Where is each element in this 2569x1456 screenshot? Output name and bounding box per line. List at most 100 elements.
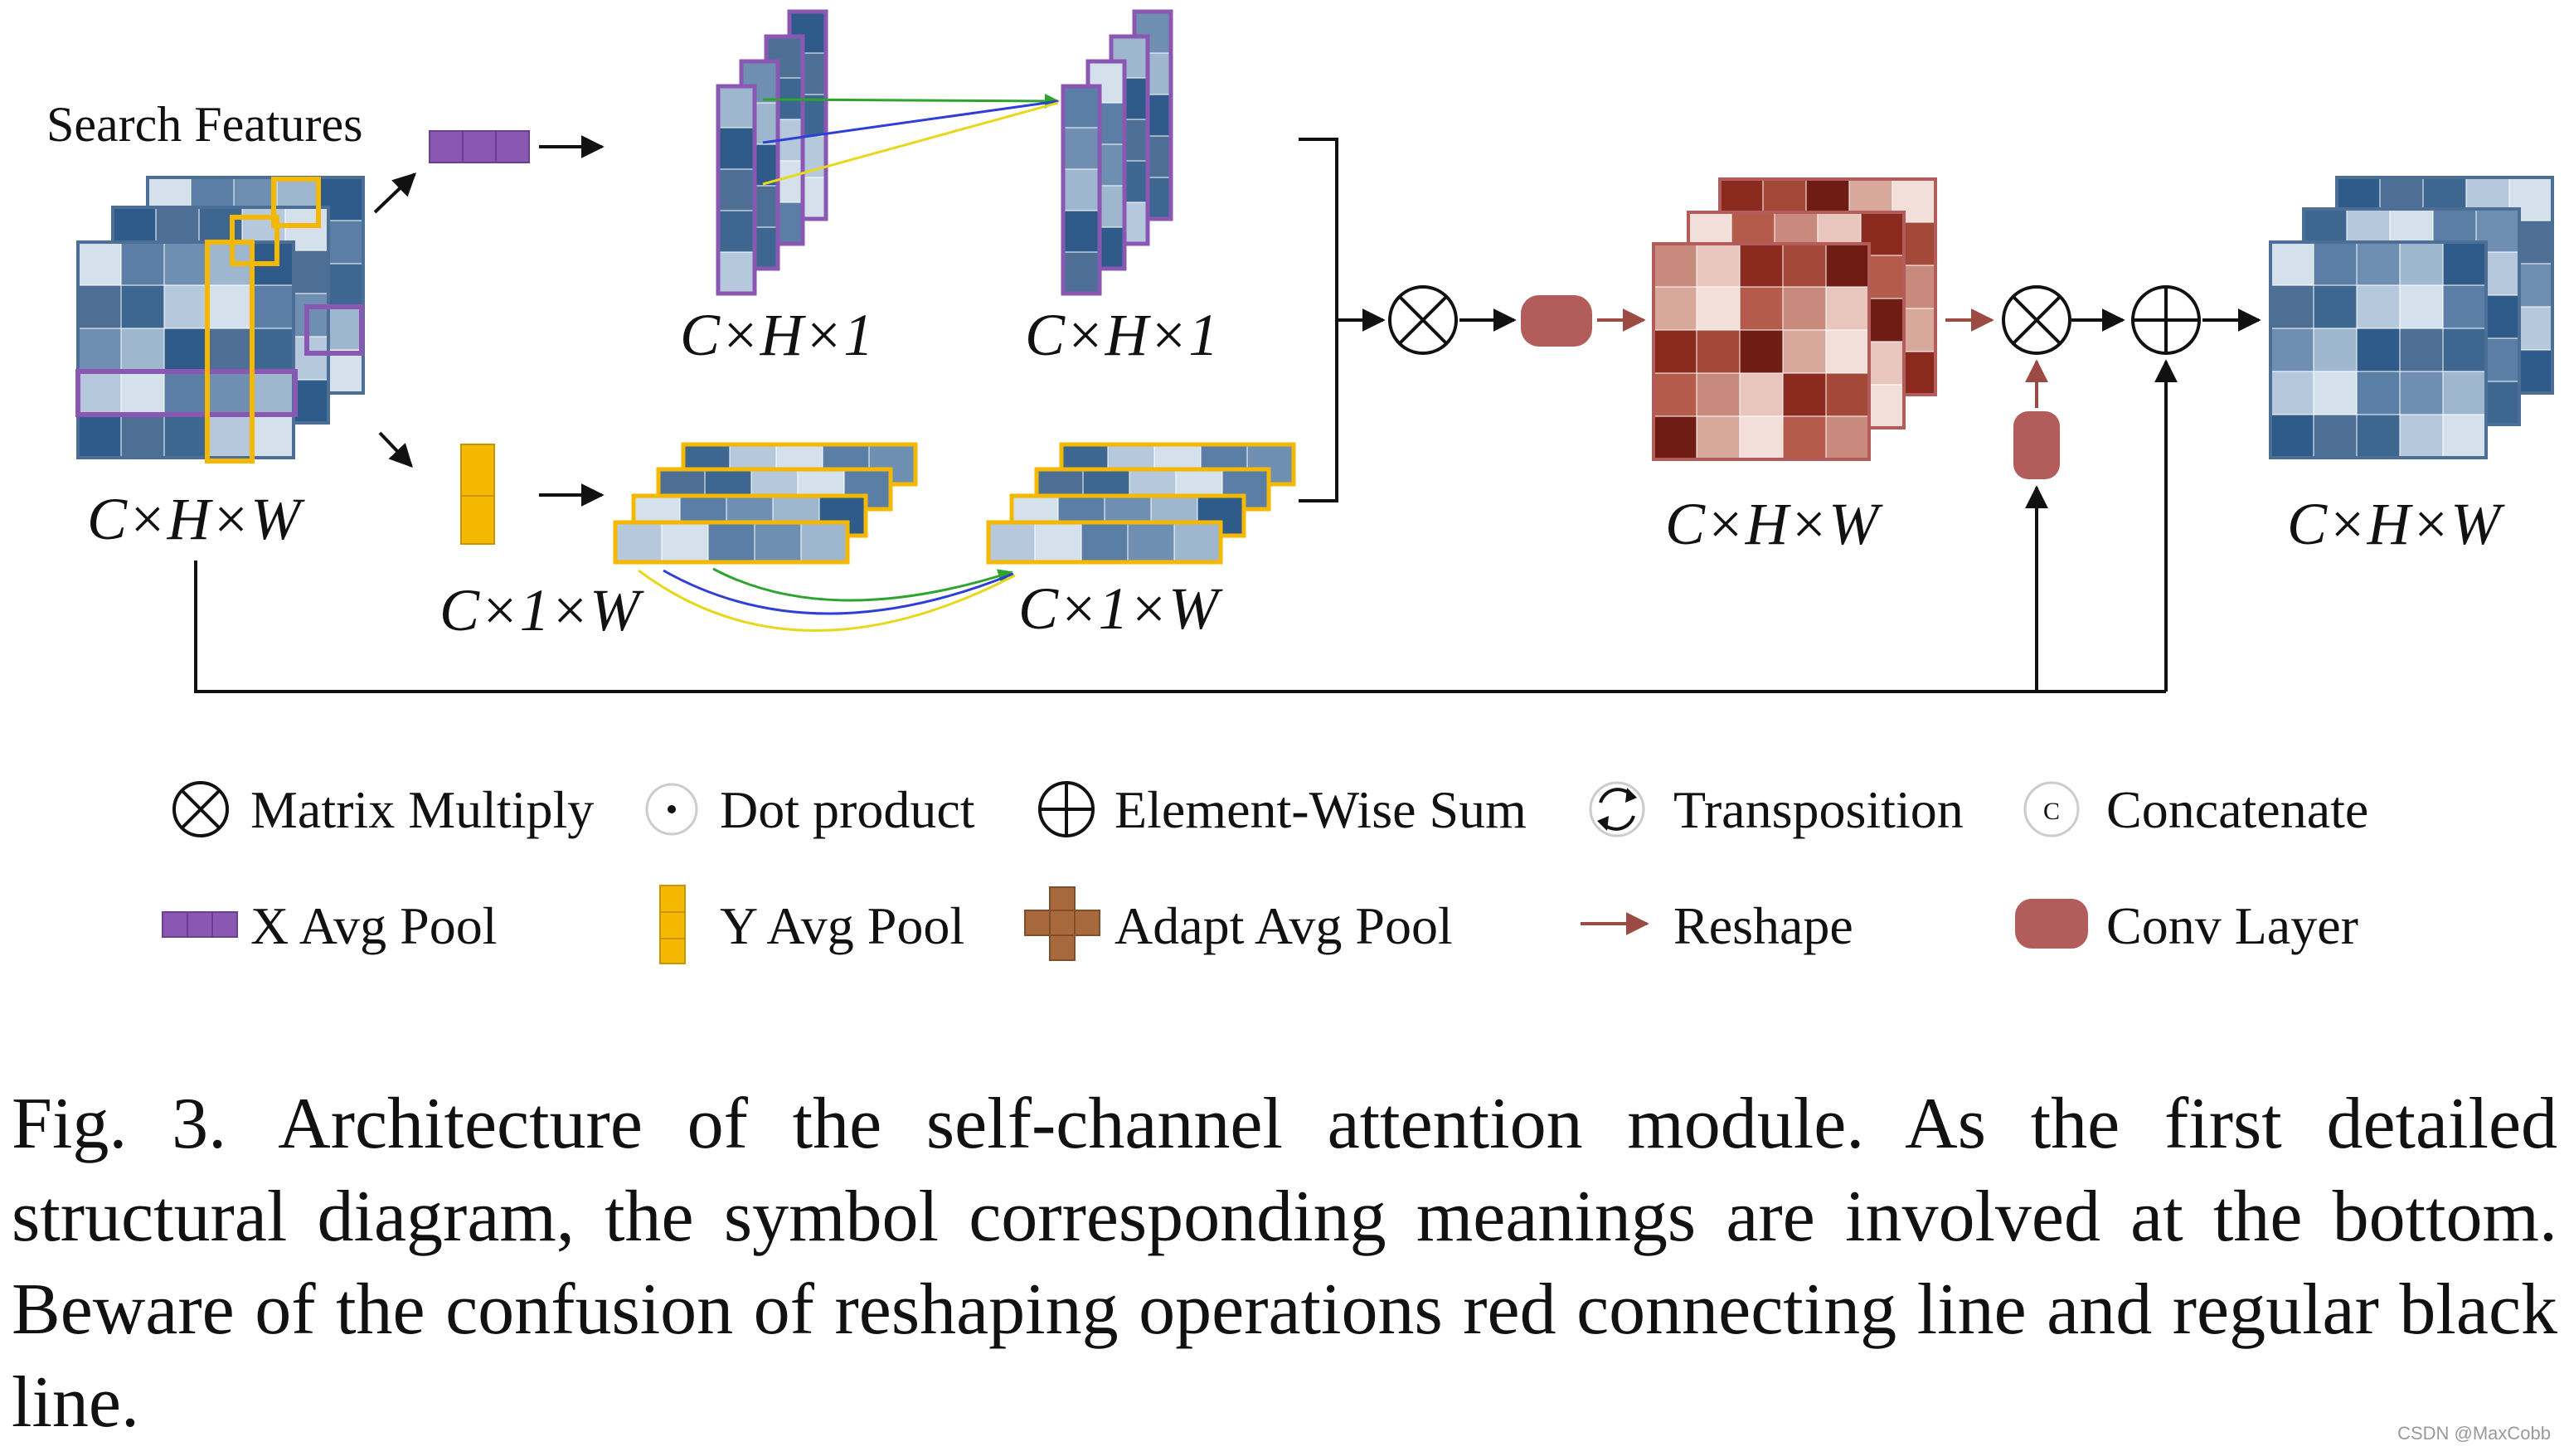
grid-cell <box>1696 329 1741 374</box>
grid-cell <box>250 328 294 372</box>
grid-cell <box>2313 414 2358 459</box>
concatenate-icon-text: C <box>2043 798 2060 825</box>
relation-arrow-green <box>762 93 1060 109</box>
grid-cell <box>1653 286 1697 331</box>
legend-label-reshape: Reshape <box>1673 896 1853 955</box>
watermark: CSDN @MaxCobb <box>2397 1423 2551 1444</box>
grid-cell <box>77 284 122 329</box>
grid-cell <box>2399 414 2444 459</box>
legend-label-matrix-multiply: Matrix Multiply <box>250 780 594 839</box>
x-branch-stack-2 <box>1061 9 1173 296</box>
grid-cell <box>77 328 122 372</box>
grid-cell <box>1062 127 1100 170</box>
grid-cell <box>120 371 165 415</box>
grid-cell <box>988 522 1036 563</box>
grid-cell <box>206 414 251 459</box>
legend-label-transposition: Transposition <box>1673 780 1964 839</box>
dot-product-icon <box>645 783 698 836</box>
transposition-icon <box>1589 781 1645 837</box>
grid-cell <box>206 284 251 329</box>
grid-cell <box>250 284 294 329</box>
grid-cell <box>163 371 208 415</box>
grid-cell <box>1782 415 1827 460</box>
grid-cell <box>800 522 848 563</box>
concatenate-icon: C <box>2023 781 2080 837</box>
grid-cell <box>661 522 709 563</box>
grid-cell <box>2356 284 2401 329</box>
grid-cell <box>1739 243 1784 288</box>
element-wise-sum-icon <box>1038 781 1095 837</box>
grid-cell <box>2313 241 2358 286</box>
grid-cell <box>1081 522 1129 563</box>
grid-cell <box>2399 371 2444 415</box>
search-features-label: Search Features <box>46 97 363 152</box>
input-feature-layer <box>76 240 295 459</box>
legend-label-concatenate: Concatenate <box>2106 780 2368 839</box>
relation-arrow-blue <box>762 99 1059 144</box>
grid-cell <box>2270 241 2314 286</box>
grid-cell <box>120 328 165 372</box>
grid-cell <box>1825 372 1870 417</box>
relation-arrow-green <box>712 567 1013 602</box>
grid-cell <box>2270 284 2314 329</box>
element-wise-sum-node <box>2131 285 2201 355</box>
legend-label-adapt-avg-pool: Adapt Avg Pool <box>1115 896 1453 955</box>
grid-cell <box>2442 328 2487 372</box>
grid-cell <box>206 371 251 415</box>
output-feature-layer <box>2269 240 2488 459</box>
y-branch-stack-1 <box>613 442 918 565</box>
grid-cell <box>717 168 755 211</box>
conv-layer-block <box>2013 411 2060 479</box>
grid-cell <box>2399 328 2444 372</box>
grid-cell <box>1782 372 1827 417</box>
grid-cell <box>717 85 755 129</box>
grid-border <box>613 520 850 565</box>
grid-cell <box>77 241 122 286</box>
matrix-multiply-node <box>2002 285 2071 355</box>
legend-label-conv-layer: Conv Layer <box>2106 896 2358 955</box>
grid-cell <box>614 522 663 563</box>
legend-label-element-wise-sum: Element-Wise Sum <box>1115 780 1527 839</box>
y-pool-highlight <box>271 177 321 228</box>
legend-label-dot-product: Dot product <box>720 780 975 839</box>
grid-cell <box>717 210 755 253</box>
grid-cell <box>250 371 294 415</box>
figure-caption: Fig. 3.Architecture of the self-channel … <box>12 1078 2557 1449</box>
grid-cell <box>707 522 755 563</box>
grid-border <box>1061 84 1102 296</box>
arrow-to-x-pool <box>373 172 417 214</box>
conv-layer-icon <box>2015 899 2088 949</box>
grid-cell <box>2356 241 2401 286</box>
grid-cell <box>2442 414 2487 459</box>
grid-cell <box>717 251 755 294</box>
grid-cell <box>1739 329 1784 374</box>
attention-dim-label: C×H×W <box>1665 491 1883 557</box>
adapt-avg-pool-icon <box>1024 886 1100 961</box>
grid-cell <box>2270 328 2314 372</box>
grid-cell <box>2356 328 2401 372</box>
grid-cell <box>1782 329 1827 374</box>
grid-cell <box>250 414 294 459</box>
grid-cell <box>1739 286 1784 331</box>
grid-cell <box>1653 329 1697 374</box>
grid-cell <box>2313 328 2358 372</box>
grid-cell <box>1782 243 1827 288</box>
grid-cell <box>163 241 208 286</box>
grid-cell <box>717 127 755 170</box>
grid-cell <box>2356 414 2401 459</box>
grid-cell <box>2442 284 2487 329</box>
grid-cell <box>77 414 122 459</box>
grid-cell <box>1696 415 1741 460</box>
grid-cell <box>2399 241 2444 286</box>
grid-cell <box>2399 284 2444 329</box>
grid-cell <box>120 414 165 459</box>
grid-cell <box>77 371 122 415</box>
grid-cell <box>1062 85 1100 129</box>
grid-cell <box>2270 371 2314 415</box>
grid-border <box>76 240 295 459</box>
grid-cell <box>1062 210 1100 253</box>
relation-arrow-yellow <box>638 569 1016 632</box>
legend-label-y-avg-pool: Y Avg Pool <box>720 896 964 955</box>
grid-cell <box>2442 371 2487 415</box>
grid-cell <box>1825 415 1870 460</box>
